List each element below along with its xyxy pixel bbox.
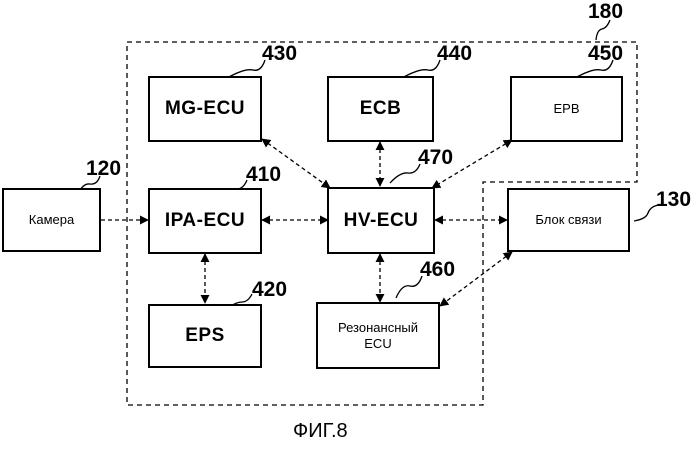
eps-label: EPS — [185, 325, 225, 347]
ref-460: 460 — [420, 258, 455, 282]
camera-block: Камера — [2, 188, 101, 252]
ref-450: 450 — [588, 42, 623, 66]
resonant-ecu-label-line1: Резонансный — [338, 320, 418, 336]
mg-ecu-block: MG-ECU — [148, 76, 262, 142]
figure-caption: ФИГ.8 — [293, 420, 348, 443]
ref-130: 130 — [656, 188, 691, 212]
resonant-ecu-block: Резонансный ECU — [316, 302, 440, 369]
ref-180: 180 — [588, 0, 623, 24]
eps-block: EPS — [148, 304, 262, 368]
hv-ecu-label: HV-ECU — [344, 210, 419, 232]
ipa-ecu-block: IPA-ECU — [148, 188, 262, 254]
comm-unit-label: Блок связи — [535, 212, 601, 228]
hv-ecu-block: HV-ECU — [327, 187, 435, 254]
ipa-ecu-label: IPA-ECU — [165, 210, 245, 232]
epb-label: EPB — [553, 101, 579, 117]
ref-470: 470 — [418, 146, 453, 170]
ecb-label: ECB — [360, 98, 402, 120]
leader-460 — [396, 276, 422, 298]
ref-430: 430 — [262, 42, 297, 66]
ref-410: 410 — [246, 163, 281, 187]
leader-130 — [634, 205, 658, 221]
mg-ecu-label: MG-ECU — [165, 98, 245, 120]
camera-label: Камера — [29, 212, 74, 228]
leader-470 — [390, 164, 420, 183]
ref-120: 120 — [86, 157, 121, 181]
epb-block: EPB — [510, 76, 623, 142]
ref-440: 440 — [437, 42, 472, 66]
resonant-ecu-label-line2: ECU — [364, 336, 391, 352]
comm-unit-block: Блок связи — [507, 188, 630, 252]
ref-420: 420 — [252, 278, 287, 302]
ecb-block: ECB — [327, 76, 434, 142]
